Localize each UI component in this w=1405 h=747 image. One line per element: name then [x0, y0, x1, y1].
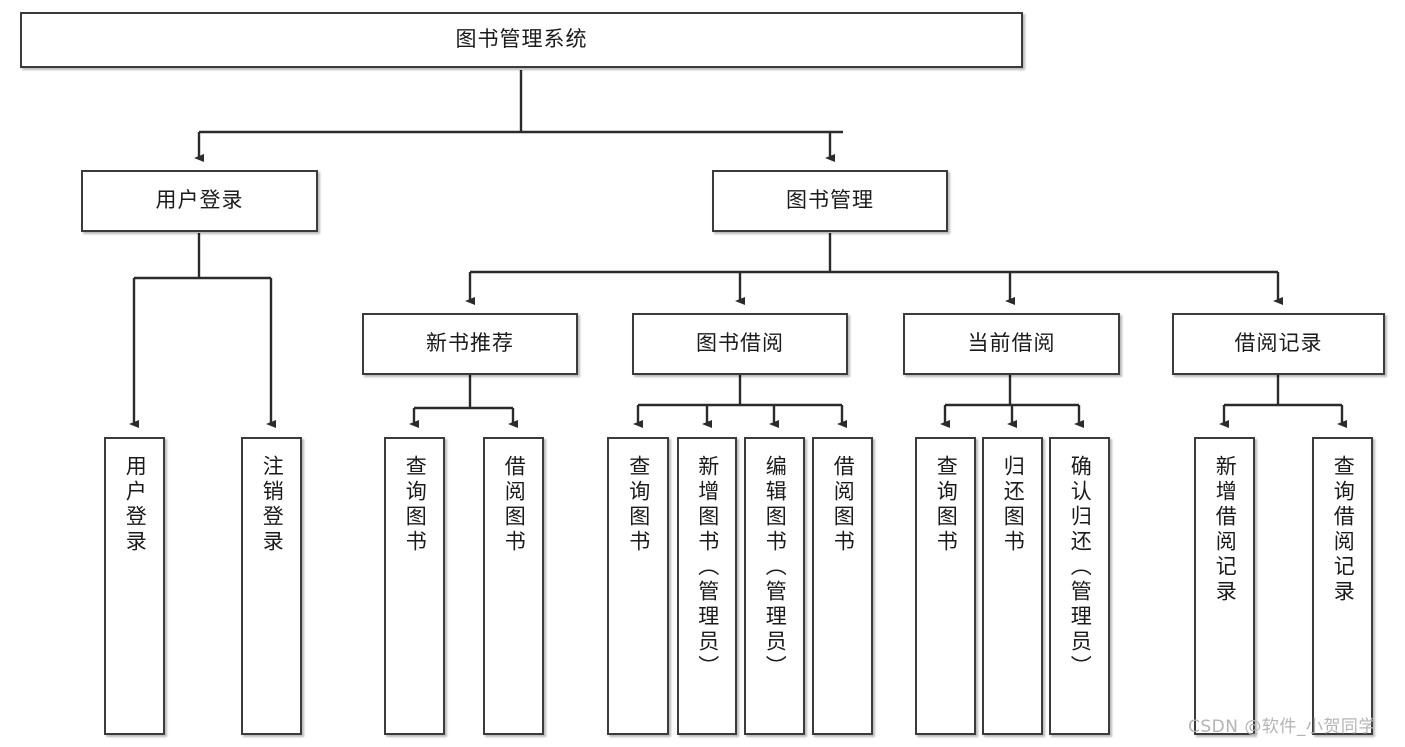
node-current-borrow-label: 当前借阅	[967, 331, 1056, 356]
node-leaf-query-book-2-label: 查询图书	[626, 455, 651, 555]
node-borrow-record-label: 借阅记录	[1234, 331, 1323, 356]
node-leaf-query-book-2[interactable]: 查询图书	[607, 437, 669, 735]
watermark: CSDN @软件_小贺同学	[1188, 717, 1376, 737]
node-leaf-query-book-3[interactable]: 查询图书	[915, 437, 976, 735]
node-leaf-logout[interactable]: 注销登录	[241, 437, 302, 735]
node-book-borrow[interactable]: 图书借阅	[632, 313, 848, 375]
node-leaf-query-book-1-label: 查询图书	[403, 455, 428, 555]
node-leaf-borrow-book-2-label: 借阅图书	[831, 455, 856, 555]
node-new-book-recommend-label: 新书推荐	[426, 331, 514, 356]
node-leaf-query-record-label: 查询借阅记录	[1331, 455, 1356, 605]
node-book-manage-label: 图书管理	[786, 188, 874, 213]
node-leaf-add-book[interactable]: 新增图书（管理员）	[677, 437, 737, 735]
node-leaf-add-record[interactable]: 新增借阅记录	[1194, 437, 1255, 735]
node-leaf-logout-label: 注销登录	[260, 455, 285, 555]
node-leaf-confirm-return[interactable]: 确认归还（管理员）	[1049, 437, 1110, 735]
node-leaf-borrow-book-1[interactable]: 借阅图书	[483, 437, 544, 735]
node-leaf-query-record[interactable]: 查询借阅记录	[1312, 437, 1373, 735]
node-leaf-query-book-1[interactable]: 查询图书	[384, 437, 445, 735]
node-borrow-record[interactable]: 借阅记录	[1172, 313, 1385, 375]
node-leaf-confirm-return-label: 确认归还（管理员）	[1068, 455, 1093, 680]
node-current-borrow[interactable]: 当前借阅	[903, 313, 1120, 375]
node-book-manage[interactable]: 图书管理	[712, 170, 948, 232]
node-root[interactable]: 图书管理系统	[20, 12, 1023, 68]
node-leaf-user-login-label: 用户登录	[123, 455, 148, 555]
node-leaf-user-login[interactable]: 用户登录	[104, 437, 165, 735]
node-leaf-edit-book-label: 编辑图书（管理员）	[763, 455, 788, 680]
node-root-label: 图书管理系统	[455, 27, 588, 52]
node-new-book-recommend[interactable]: 新书推荐	[362, 313, 578, 375]
node-leaf-add-book-label: 新增图书（管理员）	[695, 455, 720, 680]
node-leaf-query-book-3-label: 查询图书	[934, 455, 959, 555]
node-user-login-label: 用户登录	[155, 188, 244, 213]
node-leaf-edit-book[interactable]: 编辑图书（管理员）	[744, 437, 805, 735]
node-leaf-borrow-book-2[interactable]: 借阅图书	[812, 437, 873, 735]
node-leaf-return-book[interactable]: 归还图书	[982, 437, 1043, 735]
node-user-login[interactable]: 用户登录	[81, 170, 318, 232]
node-leaf-add-record-label: 新增借阅记录	[1213, 455, 1238, 605]
node-book-borrow-label: 图书借阅	[696, 331, 784, 356]
node-leaf-return-book-label: 归还图书	[1001, 455, 1026, 555]
node-leaf-borrow-book-1-label: 借阅图书	[502, 455, 527, 555]
